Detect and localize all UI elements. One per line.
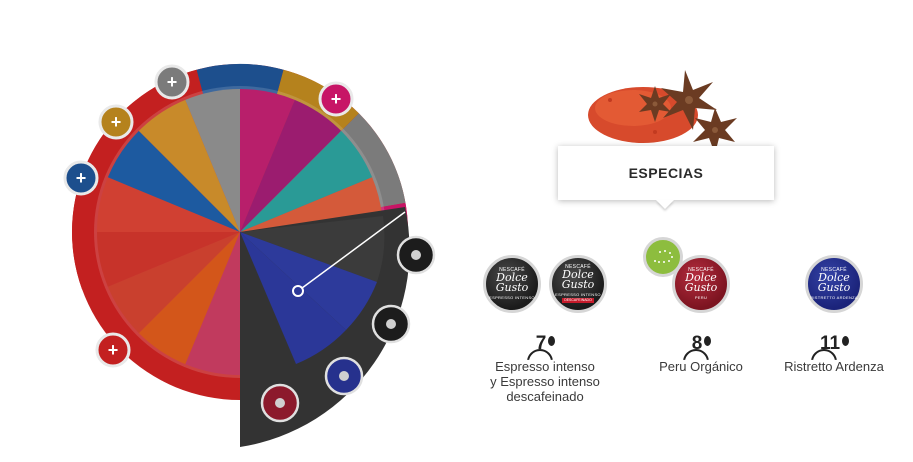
wheel-slice[interactable] xyxy=(240,99,342,232)
product-group-ristretto-ardenza[interactable]: NESCAFÉ Dolce Gusto RISTRETTO ARDENZA 11… xyxy=(768,255,900,374)
plus-button[interactable]: + xyxy=(98,104,134,140)
sector-capsule-blue[interactable] xyxy=(324,356,364,396)
coffee-bean-icon xyxy=(548,336,556,346)
wheel-slice[interactable] xyxy=(97,232,240,287)
capsule-espresso-intenso[interactable]: NESCAFÉ Dolce Gusto ESPRESSO INTENSO xyxy=(483,255,541,313)
product-group-espresso-intenso[interactable]: NESCAFÉ Dolce Gusto ESPRESSO INTENSO NES… xyxy=(470,255,620,404)
intensity-indicator: 7 xyxy=(470,331,620,360)
capsule-espresso-intenso-decaf[interactable]: NESCAFÉ Dolce Gusto ESPRESSO INTENSO DES… xyxy=(549,255,607,313)
sector-slice-dark-2[interactable] xyxy=(240,232,377,330)
coffee-bean-icon xyxy=(842,336,850,346)
wheel-slice[interactable] xyxy=(97,177,240,232)
wheel-slice[interactable] xyxy=(240,89,295,232)
outer-ring-segment xyxy=(338,113,406,208)
wheel-slice[interactable] xyxy=(240,130,373,232)
tooltip-title: ESPECIAS xyxy=(628,165,704,181)
product-group-peru-organico[interactable]: NESCAFÉ Dolce Gusto PERU 8 Peru Orgánico xyxy=(643,237,757,374)
sector-slice-dark-1[interactable] xyxy=(240,216,385,282)
capsule-ristretto-ardenza[interactable]: NESCAFÉ Dolce Gusto RISTRETTO ARDENZA xyxy=(805,255,863,313)
coffee-bean-icon xyxy=(704,336,712,346)
wheel-slice[interactable] xyxy=(185,89,240,232)
sector-capsule-black-2[interactable] xyxy=(371,304,411,344)
plus-icon: + xyxy=(167,72,178,92)
organic-leaf-icon xyxy=(643,237,683,277)
product-label: Peru Orgánico xyxy=(659,359,743,374)
wheel-slice[interactable] xyxy=(138,99,240,232)
sector-capsule-black[interactable] xyxy=(396,235,436,275)
plus-icon: + xyxy=(76,168,87,188)
sector-capsule-red[interactable] xyxy=(260,383,300,423)
capsule-row: NESCAFÉ Dolce Gusto RISTRETTO ARDENZA xyxy=(768,255,900,319)
wheel-slice[interactable] xyxy=(107,130,240,232)
plus-button[interactable]: + xyxy=(95,332,131,368)
capsule-row: NESCAFÉ Dolce Gusto ESPRESSO INTENSO NES… xyxy=(470,255,620,319)
tooltip-pointer xyxy=(656,200,674,209)
plus-icon: + xyxy=(108,340,119,360)
intensity-indicator: 11 xyxy=(768,331,900,360)
product-label: Ristretto Ardenza xyxy=(784,359,884,374)
plus-icon: + xyxy=(111,112,122,132)
outer-ring-segment xyxy=(196,64,284,97)
sector-slice-dark-3[interactable] xyxy=(240,232,346,364)
product-label: Espresso intenso y Espresso intenso desc… xyxy=(490,359,600,404)
plus-button[interactable]: + xyxy=(63,160,99,196)
category-tooltip: ESPECIAS xyxy=(558,146,774,209)
plus-icon: + xyxy=(331,89,342,109)
wheel-slice[interactable] xyxy=(107,232,240,334)
intensity-value: 11 xyxy=(819,333,841,354)
wheel-slice[interactable] xyxy=(138,232,240,365)
pointer-dot[interactable] xyxy=(292,285,304,297)
outer-ring-segment xyxy=(276,69,359,134)
intensity-value: 7 xyxy=(535,333,547,354)
intensity-indicator: 8 xyxy=(645,331,757,360)
plus-button[interactable]: + xyxy=(318,81,354,117)
intensity-value: 8 xyxy=(691,333,703,354)
plus-button[interactable]: + xyxy=(154,64,190,100)
flavour-wheel[interactable]: + + + + + xyxy=(0,0,500,462)
wheel-slice[interactable] xyxy=(185,232,240,375)
pointer-line xyxy=(297,211,406,292)
capsule-peru[interactable]: NESCAFÉ Dolce Gusto PERU xyxy=(672,255,730,313)
spice-image xyxy=(588,70,737,154)
capsule-row: NESCAFÉ Dolce Gusto PERU xyxy=(643,237,757,319)
